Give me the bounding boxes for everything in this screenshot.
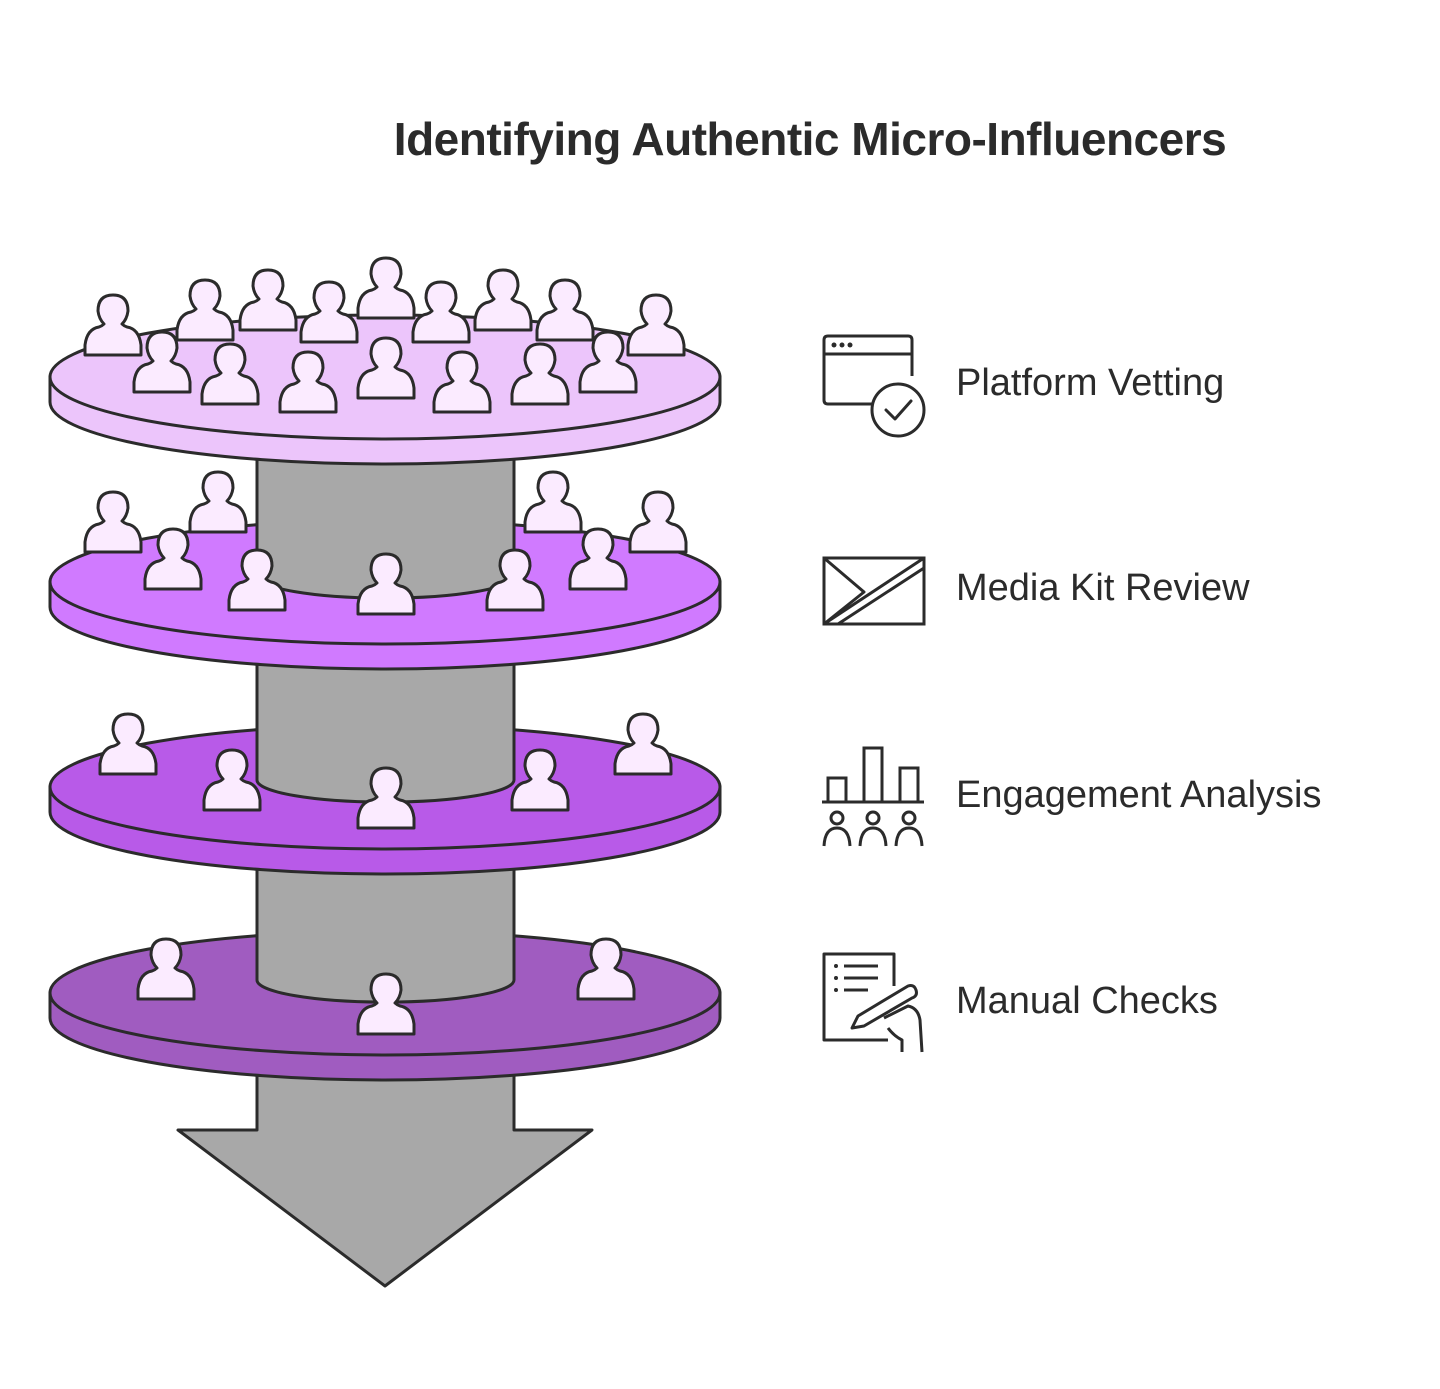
person-icon [83,293,143,357]
stage-label-manual-checks: Manual Checks [956,980,1218,1022]
person-icon [238,268,298,332]
stage-label-platform-vetting: Platform Vetting [956,362,1225,404]
person-icon [175,278,235,342]
media-kit-icon [822,556,926,626]
checklist-pen-icon [822,952,924,1053]
bar-chart-audience-icon [822,746,924,847]
funnel-layer-3 [48,700,722,876]
stage-label-media-kit-review: Media Kit Review [956,567,1250,609]
person-icon [626,293,686,357]
stage-label-engagement-analysis: Engagement Analysis [956,774,1322,816]
person-icon [83,490,143,554]
browser-check-icon [822,334,926,438]
funnel-layer-2 [48,470,722,671]
person-icon [473,268,533,332]
person-icon [628,490,688,554]
person-icon [411,280,471,344]
person-icon [535,278,595,342]
funnel-layer-4 [48,920,722,1082]
diagram-title: Identifying Authentic Micro-Influencers [393,113,1227,165]
funnel-graphic [48,256,722,1288]
person-icon [356,256,416,320]
person-icon [299,280,359,344]
person-icon [188,470,248,534]
person-icon [523,470,583,534]
funnel-layer-1 [48,256,722,466]
